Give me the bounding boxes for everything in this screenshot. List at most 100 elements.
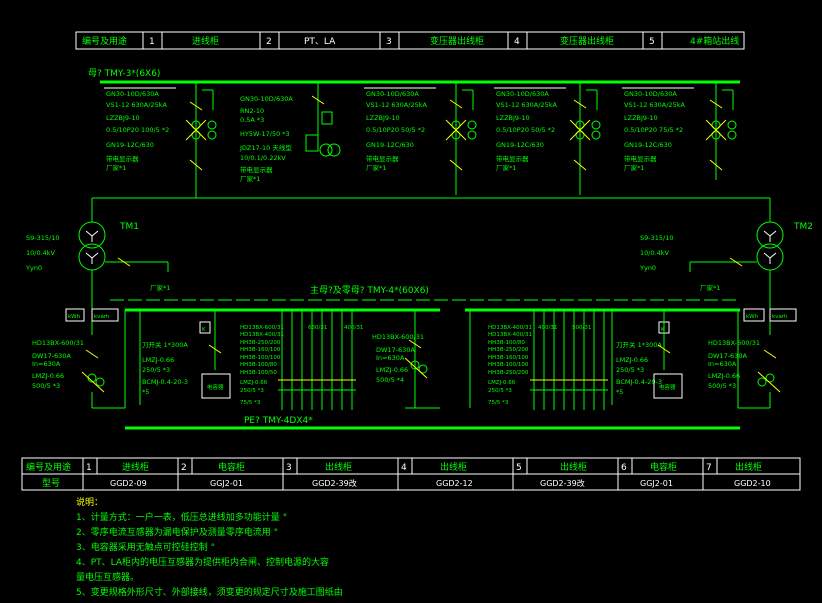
kwh-meter: kWh (746, 314, 759, 320)
svg-text:LMZJ-0.66: LMZJ-0.66 (708, 372, 740, 380)
k-label: K (202, 327, 206, 333)
meters-right: kWh kvarh K (658, 308, 797, 334)
notes-title: 说明： (76, 498, 104, 508)
svg-text:0.5/10P20 50/5 *2: 0.5/10P20 50/5 *2 (496, 126, 555, 134)
svg-text:HD13BX-600/31: HD13BX-600/31 (372, 333, 424, 341)
notes-section: 说明： 1、计量方式：一户一表，低压总进线加多功能计量 ° 2、零序电流互感器为… (76, 496, 756, 601)
top-table-name: PT、LA (304, 37, 336, 47)
svg-text:出线柜: 出线柜 (560, 461, 587, 473)
svg-text:厂家*1: 厂家*1 (366, 163, 386, 172)
lv-left-feeder-2: HD13BX-600/31 DW17-630A In=630A LMZJ-0.6… (372, 310, 440, 409)
svg-text:2: 2 (181, 463, 187, 473)
svg-text:TM2: TM2 (793, 222, 813, 232)
svg-text:型号: 型号 (42, 478, 60, 489)
svg-text:5: 5 (516, 463, 522, 473)
svg-text:LMZJ-0.66: LMZJ-0.66 (32, 372, 64, 380)
svg-text:VS1-12 630A/25kA: VS1-12 630A/25kA (106, 101, 167, 109)
capacitor-box: 电容器 (659, 383, 676, 391)
svg-text:VS1-12 630A/25kA: VS1-12 630A/25kA (496, 101, 557, 109)
svg-text:LZZBJ9-10: LZZBJ9-10 (106, 114, 140, 122)
svg-text:LZZBJ9-10: LZZBJ9-10 (624, 114, 658, 122)
svg-text:GGD2-09: GGD2-09 (110, 479, 147, 488)
capacitor-box: 电容器 (207, 383, 224, 391)
transformer-tm2: TM2 S9-315/10 10/0.4kV Yyn0 厂家*1 (639, 221, 813, 335)
svg-text:GN30-10D/630A: GN30-10D/630A (624, 90, 677, 98)
svg-text:500/5 *4: 500/5 *4 (376, 376, 404, 384)
top-cabinet-table: 编号及用途 1 进线柜 2 PT、LA 3 变压器出线柜 4 变压器出线柜 5 … (75, 31, 745, 50)
note-item: 3、电容器采用无触点可控硅控制 ° (76, 543, 216, 553)
svg-text:LMZJ-0.66: LMZJ-0.66 (142, 356, 174, 364)
bottom-cabinet-table: 编号及用途 1 进线柜 2 电容柜 3 出线柜 4 出线柜 5 出线柜 6 电容… (21, 457, 801, 491)
svg-text:S9-315/10: S9-315/10 (26, 234, 59, 242)
svg-text:250/5 *3: 250/5 *3 (142, 366, 170, 374)
lv-left-capacitor: 刀开关 1*300A LMZJ-0.66 250/5 *3 BCMJ-0.4-2… (139, 310, 231, 405)
svg-text:630/31: 630/31 (308, 325, 327, 331)
svg-text:HD13BX-400/31: HD13BX-400/31 (240, 332, 284, 338)
svg-text:500/5 *3: 500/5 *3 (708, 382, 736, 390)
top-table-num: 4 (514, 37, 520, 47)
lv-left-feeder-1: HD13BX-600/31 HD13BX-400/31 HH3B-250/200… (240, 310, 363, 410)
svg-text:GN30-10D/630A: GN30-10D/630A (366, 90, 419, 98)
top-table-name: 4#箱站出线 (690, 35, 739, 47)
note-item: 5、变更规格外形尺寸、外部接线，须变更的规定尺寸及施工图纸由 (76, 588, 343, 598)
svg-text:RN2-10: RN2-10 (240, 107, 264, 115)
top-table-num: 2 (266, 37, 272, 47)
note-item: 2、零序电流互感器为漏电保护及测量零序电流用 ° (76, 528, 279, 538)
svg-text:4: 4 (401, 463, 407, 473)
svg-text:TM1: TM1 (119, 222, 139, 232)
svg-text:HD13BX-400/31: HD13BX-400/31 (488, 325, 532, 331)
svg-text:In=630A: In=630A (376, 354, 405, 362)
svg-text:250/5 *3: 250/5 *3 (240, 388, 264, 394)
svg-text:Yyn0: Yyn0 (639, 264, 656, 272)
svg-text:HH3B-160/100: HH3B-160/100 (240, 347, 281, 353)
svg-text:400/31: 400/31 (344, 325, 363, 331)
svg-text:250/5 *3: 250/5 *3 (488, 388, 512, 394)
svg-text:LMZJ-0.66: LMZJ-0.66 (488, 380, 516, 386)
hv-feeders (91, 82, 771, 222)
svg-text:HH3B-100/100: HH3B-100/100 (488, 362, 529, 368)
svg-text:厂家*1: 厂家*1 (240, 174, 260, 183)
svg-text:6: 6 (621, 463, 627, 473)
svg-text:GN30-10D/630A: GN30-10D/630A (106, 90, 159, 98)
svg-text:刀开关 1*300A: 刀开关 1*300A (142, 340, 188, 349)
svg-text:HD13BX-600/31: HD13BX-600/31 (240, 325, 284, 331)
svg-text:HH3B-250/200: HH3B-250/200 (488, 347, 529, 353)
svg-text:10/0.1/0.22kV: 10/0.1/0.22kV (240, 154, 286, 162)
svg-text:HY5W-17/50 *3: HY5W-17/50 *3 (240, 130, 290, 138)
svg-text:BCMJ-0.4-20-3: BCMJ-0.4-20-3 (142, 378, 188, 386)
lv-left-incomer: HD13BX-600/31 DW17-630A In=630A LMZJ-0.6… (32, 310, 126, 409)
svg-text:GGJ2-01: GGJ2-01 (640, 479, 673, 488)
lv-busbar-label: 主母?及零母? TMY-4*(60X6) (310, 284, 429, 296)
svg-text:75/5 *3: 75/5 *3 (240, 400, 261, 406)
svg-text:HD13BX-400/31: HD13BX-400/31 (488, 332, 532, 338)
svg-text:GGD2-12: GGD2-12 (436, 479, 473, 488)
top-table-name: 变压器出线柜 (430, 35, 484, 47)
svg-text:GGJ2-01: GGJ2-01 (210, 479, 243, 488)
lv-right-incomer: HD13BX-600/31 DW17-630A In=630A LMZJ-0.6… (708, 310, 781, 409)
svg-text:VS1-12 630A/25kA: VS1-12 630A/25kA (366, 101, 427, 109)
lv-right-feeder-1: HD13BX-400/31 HD13BX-400/31 HH3B-100/80 … (469, 310, 608, 410)
top-table-name: 变压器出线柜 (560, 35, 614, 47)
kvarh-meter: kvarh (772, 314, 788, 320)
svg-text:*5: *5 (616, 388, 623, 396)
hv-cabinet-2-specs: GN30-10D/630A RN2-10 0.5A *3 HY5W-17/50 … (239, 95, 293, 183)
svg-text:JDZ17-10 天线型: JDZ17-10 天线型 (239, 143, 292, 152)
svg-text:GN19-12C/630: GN19-12C/630 (496, 141, 544, 149)
svg-text:LMZJ-0.66: LMZJ-0.66 (240, 380, 268, 386)
svg-text:GN19-12C/630: GN19-12C/630 (366, 141, 414, 149)
svg-text:电容柜: 电容柜 (650, 461, 677, 473)
svg-text:500/31: 500/31 (572, 325, 591, 331)
top-table-header: 编号及用途 (82, 35, 127, 47)
svg-text:厂家*1: 厂家*1 (496, 163, 516, 172)
hv-cabinet-4-specs: GN30-10D/630A VS1-12 630A/25kA LZZBJ9-10… (494, 87, 566, 172)
svg-text:厂家*1: 厂家*1 (150, 283, 170, 292)
svg-text:带电显示器: 带电显示器 (240, 165, 273, 174)
hv-cabinet-3-specs: GN30-10D/630A VS1-12 630A/25kA LZZBJ9-10… (364, 87, 436, 172)
svg-text:BCMJ-0.4-20-3: BCMJ-0.4-20-3 (616, 378, 662, 386)
svg-text:DW17-630A: DW17-630A (376, 346, 415, 354)
lv-right-capacitor: 刀开关 1*300A LMZJ-0.66 250/5 *3 BCMJ-0.4-2… (611, 310, 683, 405)
svg-text:出线柜: 出线柜 (735, 461, 762, 473)
svg-text:LZZBJ9-10: LZZBJ9-10 (366, 114, 400, 122)
svg-text:厂家*1: 厂家*1 (700, 283, 720, 292)
svg-text:带电显示器: 带电显示器 (624, 154, 657, 163)
